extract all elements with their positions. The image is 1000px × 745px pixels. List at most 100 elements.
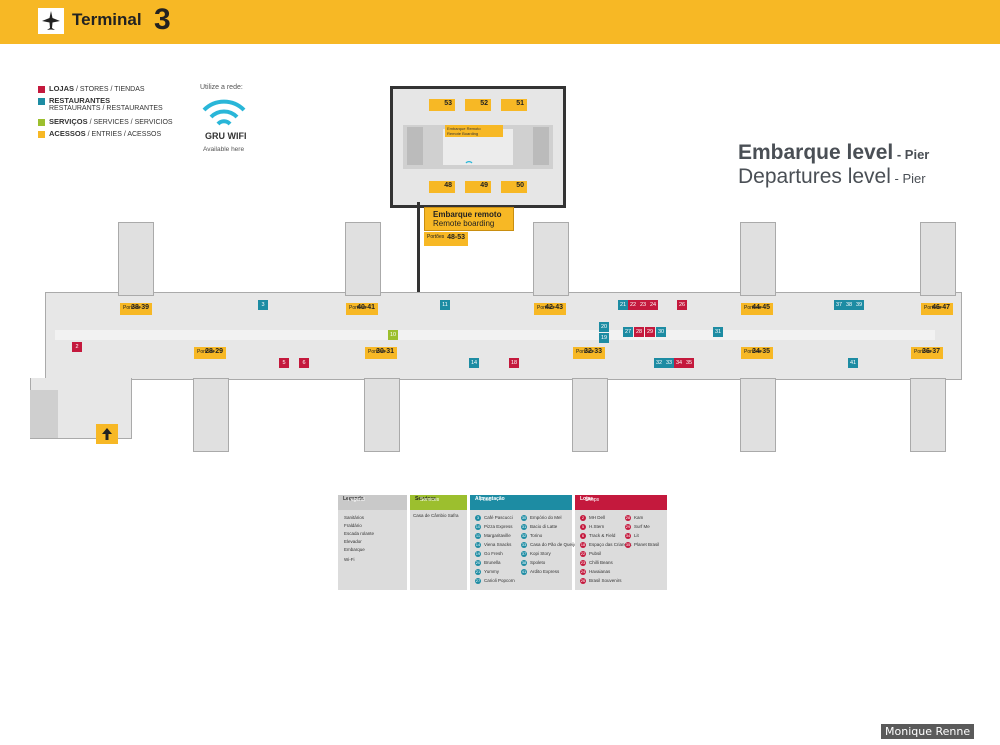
poi-rest-33[interactable]: 33 [664,358,674,368]
inset-gate-50: 50 [501,181,527,193]
inset-wifi-icon [465,153,473,164]
poi-shop-28[interactable]: 28 [634,327,644,337]
poi-shop-22[interactable]: 22 [628,300,638,310]
poi-shop-34[interactable]: 34 [674,358,684,368]
terminal-title: Terminal [72,10,142,29]
inset-gate-48: 48 [429,181,455,193]
poi-shop-26[interactable]: 26 [677,300,687,310]
poi-shop-2[interactable]: 2 [72,342,82,352]
pier-bottom-2 [364,378,400,452]
remote-gates-tag: Portões 48-53 [424,232,468,246]
poi-rest-32[interactable]: 32 [654,358,664,368]
pier-top-5 [920,222,956,296]
legend-escalator: Escada rolante [344,531,375,536]
poi-rest-19[interactable]: 19 [599,333,609,343]
wifi-brand: GRU WIFI [205,131,247,141]
poi-rest-37[interactable]: 37 [834,300,844,310]
legend-restaurants: RESTAURANTES RESTAURANTS / RESTAURANTES [38,96,163,112]
wifi-icon [202,99,246,126]
poi-shop-18[interactable]: 18 [509,358,519,368]
poi-rest-21[interactable]: 21 [618,300,628,310]
header-bar: Terminal 3 [0,0,1000,44]
poi-shop-29[interactable]: 29 [645,327,655,337]
poi-rest-27[interactable]: 27 [623,327,633,337]
service-item-10: Casa de Câmbio Safra [413,513,459,518]
inset-gate-53: 53 [429,99,455,111]
terminal-number: 3 [154,3,171,36]
poi-rest-41[interactable]: 41 [848,358,858,368]
pier-bottom-4 [740,378,776,452]
pier-bottom-1 [193,378,229,452]
poi-shop-35[interactable]: 35 [684,358,694,368]
remote-boarding-label: Embarque remoto Remote boarding [424,207,514,231]
legend-elevator: Elevador [344,539,362,544]
poi-rest-3[interactable]: 3 [258,300,268,310]
pier-top-2 [345,222,381,296]
poi-rest-38[interactable]: 38 [844,300,854,310]
wifi-available: Available here [203,146,245,153]
title-departures: Departures level - Pier [738,165,926,188]
legend-stores: LOJAS / STORES / TIENDAS [38,84,145,93]
entrance-arrow-icon [96,424,118,444]
poi-shop-23[interactable]: 23 [638,300,648,310]
poi-rest-20[interactable]: 20 [599,322,609,332]
legend-services: SERVIÇOS / SERVICES / SERVICIOS [38,117,173,126]
pier-bottom-3 [572,378,608,452]
title-embarque: Embarque level - Pier [738,141,930,164]
legend-baby-change: Fraldário [344,523,362,528]
poi-rest-31[interactable]: 31 [713,327,723,337]
pier-top-1 [118,222,154,296]
inset-gate-49: 49 [465,181,491,193]
wifi-label: Utilize a rede: [200,84,243,91]
poi-service-10[interactable]: 10 [388,330,398,340]
legend-access: ACESSOS / ENTRIES / ACESSOS [38,129,161,138]
poi-shop-6[interactable]: 6 [299,358,309,368]
poi-shop-24[interactable]: 24 [648,300,658,310]
airplane-icon [38,8,64,34]
legend-restrooms: Sanitários [344,515,365,520]
poi-rest-39[interactable]: 39 [854,300,864,310]
photo-credit: Monique Renne [881,724,975,739]
poi-shop-5[interactable]: 5 [279,358,289,368]
poi-rest-11[interactable]: 11 [440,300,450,310]
poi-rest-14[interactable]: 14 [469,358,479,368]
poi-rest-30[interactable]: 30 [656,327,666,337]
legend-wifi: Wi-Fi [344,557,355,562]
